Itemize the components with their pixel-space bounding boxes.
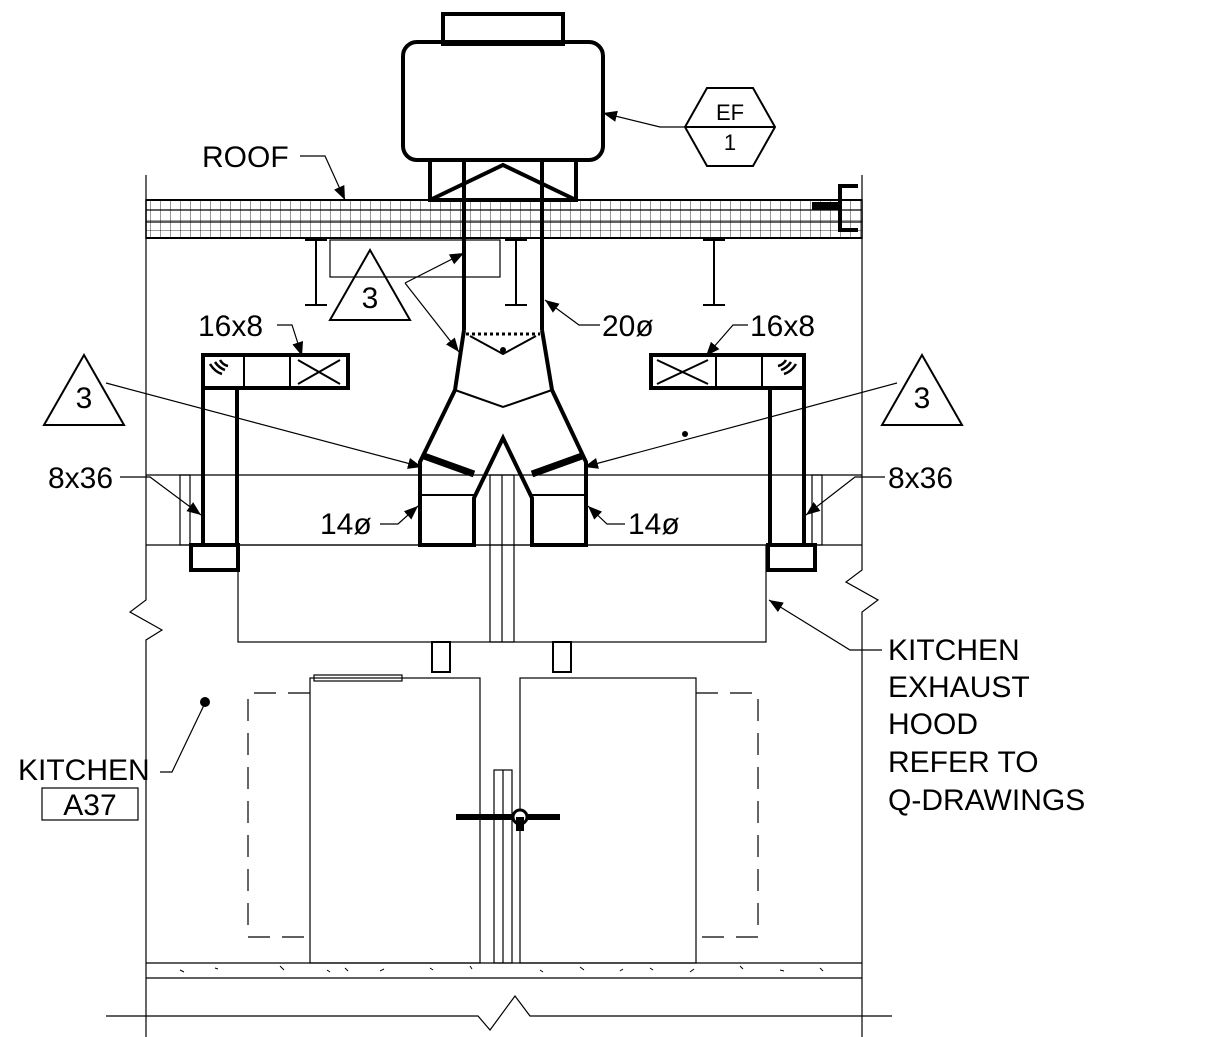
- room-number: A37: [63, 789, 116, 822]
- leader-lines: [105, 110, 898, 773]
- supply-duct-right: [649, 353, 817, 572]
- keynote-tag-center: 3: [328, 247, 412, 321]
- duct-8x36-right-label: 8x36: [888, 462, 953, 495]
- room-tag: KITCHEN A37: [18, 754, 150, 822]
- duct-16x8-left-label: 16x8: [198, 310, 263, 343]
- hood-note-line-2: EXHAUST: [888, 671, 1030, 704]
- keynote-tag-right: 3: [880, 352, 964, 426]
- floor-slab: [106, 962, 892, 1031]
- hood-note: KITCHEN EXHAUST HOOD REFER TO Q-DRAWINGS: [888, 634, 1085, 817]
- duct-14-left-label: 14ø: [320, 508, 372, 541]
- hood-note-line-3: HOOD: [888, 708, 978, 741]
- duct-16x8-right-label: 16x8: [750, 310, 815, 343]
- ef-tag-bottom: 1: [724, 130, 736, 155]
- duct-8x36-left-label: 8x36: [48, 462, 113, 495]
- hood-note-line-5: Q-DRAWINGS: [888, 784, 1085, 817]
- svg-text:3: 3: [914, 382, 931, 415]
- ef-tag-top: EF: [716, 100, 744, 125]
- roof-assembly: [145, 184, 863, 239]
- hood-note-line-4: REFER TO: [888, 746, 1039, 779]
- svg-text:3: 3: [76, 382, 93, 415]
- room-name: KITCHEN: [18, 754, 150, 787]
- exhaust-fan: [401, 12, 605, 202]
- keynote-tag-left: 3: [42, 352, 126, 426]
- duct-20-label: 20ø: [602, 310, 654, 343]
- roof-label: ROOF: [202, 141, 289, 174]
- duct-14-right-label: 14ø: [628, 508, 680, 541]
- kitchen-hood: [179, 474, 823, 643]
- ef-tag: EF 1: [683, 87, 777, 167]
- svg-text:3: 3: [362, 282, 379, 315]
- roof-beams: [305, 239, 725, 306]
- kitchen-equipment: [247, 641, 759, 964]
- hood-note-line-1: KITCHEN: [888, 634, 1020, 667]
